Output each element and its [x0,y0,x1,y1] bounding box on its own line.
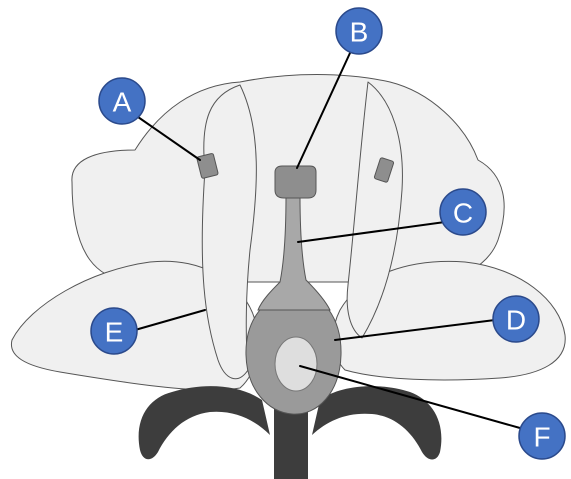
right-sepal [312,386,441,459]
badge-b-text: B [350,17,369,48]
badge-f: F [519,413,565,459]
badge-c-text: C [453,198,473,229]
ovule [275,337,317,391]
badge-e: E [91,308,137,354]
badge-e-text: E [105,317,124,348]
badge-f-text: F [533,422,550,453]
left-sepal [139,386,270,459]
badge-a-text: A [113,87,132,118]
badge-d: D [493,296,539,342]
badge-c: C [440,189,486,235]
stigma [275,166,316,198]
badge-b: B [336,8,382,54]
stem [274,405,308,479]
badge-a: A [99,78,145,124]
badge-d-text: D [506,305,526,336]
